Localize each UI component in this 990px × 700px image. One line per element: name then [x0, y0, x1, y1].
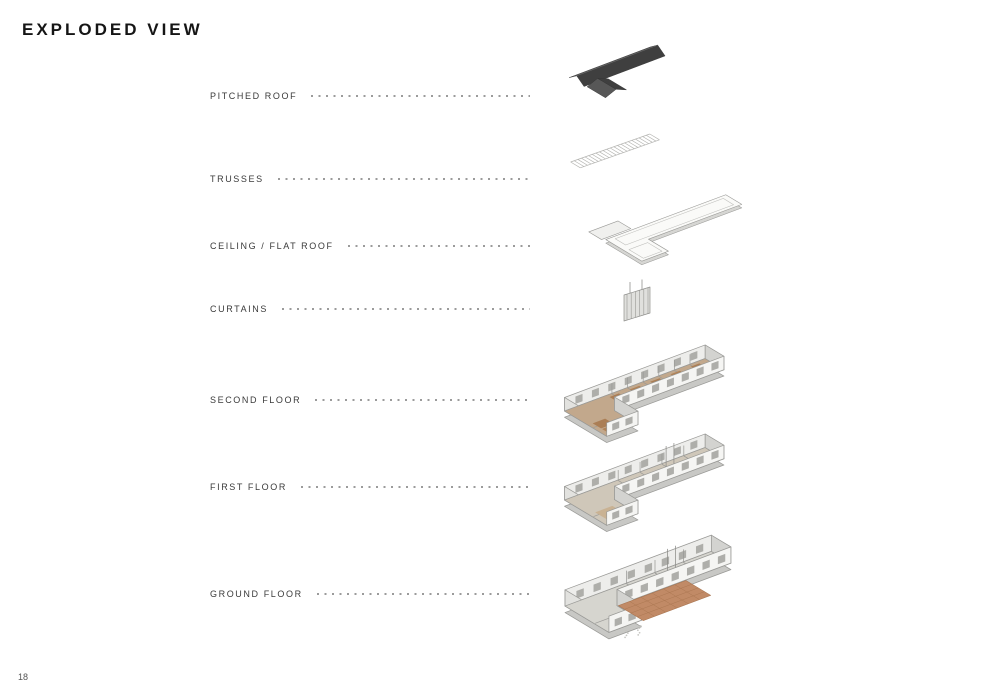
second-floor-drawing	[564, 344, 725, 443]
layer-label-pitched-roof: PITCHED ROOF	[210, 91, 298, 101]
layer-row-ceiling-flat-roof: CEILING / FLAT ROOF	[210, 239, 530, 253]
leader-dots	[300, 486, 530, 488]
layer-label-curtains: CURTAINS	[210, 304, 268, 314]
layer-label-ground-floor: GROUND FLOOR	[210, 589, 303, 599]
first-floor-drawing	[564, 433, 725, 532]
page-title: EXPLODED VIEW	[22, 20, 203, 39]
layer-row-first-floor: FIRST FLOOR	[210, 480, 530, 494]
leader-dots	[311, 95, 530, 97]
layer-row-second-floor: SECOND FLOOR	[210, 393, 530, 407]
leader-dots	[277, 178, 530, 180]
layer-row-curtains: CURTAINS	[210, 302, 530, 316]
page-number: 18	[18, 672, 29, 682]
layer-row-trusses: TRUSSES	[210, 172, 530, 186]
trusses-drawing	[570, 133, 660, 169]
pitched-roof-drawing	[568, 44, 666, 98]
layer-row-ground-floor: GROUND FLOOR	[210, 587, 530, 601]
layer-label-first-floor: FIRST FLOOR	[210, 482, 287, 492]
leader-dots	[316, 593, 530, 595]
curtains-drawing	[623, 279, 651, 322]
leader-dots	[281, 308, 530, 310]
leader-dots	[315, 399, 530, 401]
ceiling-flat-roof-drawing	[588, 194, 743, 265]
layer-row-pitched-roof: PITCHED ROOF	[210, 89, 530, 103]
layer-label-ceiling-flat-roof: CEILING / FLAT ROOF	[210, 241, 334, 251]
ground-floor-drawing	[564, 534, 732, 640]
leader-dots	[347, 245, 530, 247]
layer-label-trusses: TRUSSES	[210, 174, 264, 184]
layer-label-second-floor: SECOND FLOOR	[210, 395, 302, 405]
